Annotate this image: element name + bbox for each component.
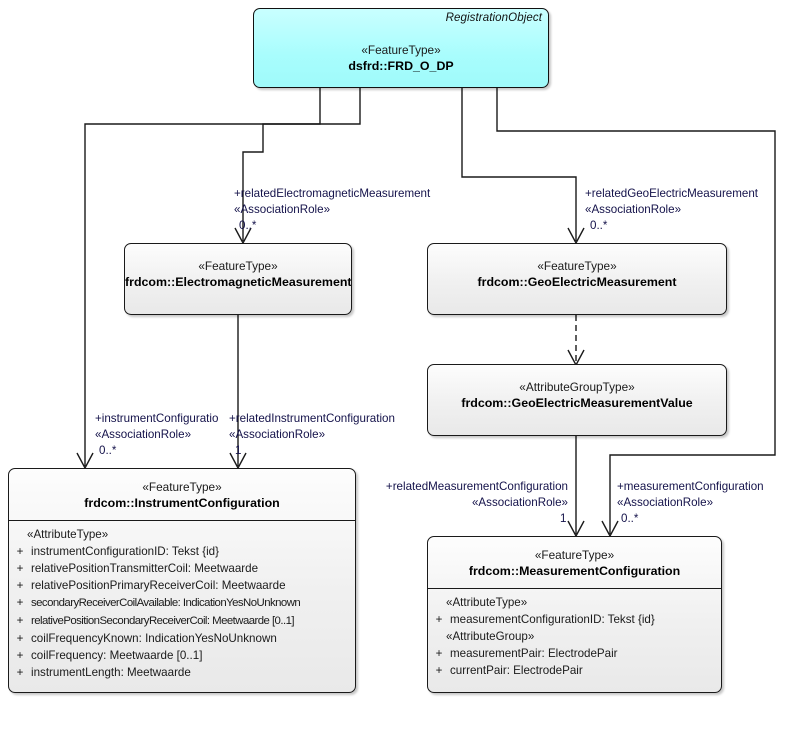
class-stereotype: «FeatureType»	[198, 259, 278, 273]
visibility-marker: +	[435, 613, 443, 626]
multiplicity-measurement-configuration: 0..*	[621, 512, 639, 525]
attribute-row: + currentPair: ElectrodePair	[428, 662, 721, 679]
attribute-label: coilFrequency: Meetwaarde [0..1]	[31, 649, 203, 662]
class-divider	[428, 588, 721, 589]
class-name: dsfrd::FRD_O_DP	[348, 59, 454, 73]
attribute-row: + relativePositionPrimaryReceiverCoil: M…	[9, 577, 355, 594]
association-role-name: +instrumentConfiguratio	[95, 412, 219, 425]
association-role-name: +relatedElectromagneticMeasurement	[234, 187, 431, 200]
attribute-label: relativePositionSecondaryReceiverCoil: M…	[31, 615, 295, 627]
attribute-label: currentPair: ElectrodePair	[450, 664, 583, 677]
attribute-row: + relativePositionTransmitterCoil: Meetw…	[9, 560, 355, 577]
association-stereotype: «AssociationRole»	[585, 203, 682, 216]
association-role-name: +relatedMeasurementConfiguration	[385, 480, 568, 493]
association-role-name: +relatedGeoElectricMeasurement	[585, 187, 759, 200]
visibility-marker: +	[16, 666, 24, 679]
association-stereotype: «AssociationRole»	[229, 428, 326, 441]
attribute-group-stereotype: «AttributeGroup»	[446, 630, 535, 643]
visibility-marker: +	[16, 596, 24, 609]
edge-label-related-electromagnetic-measurement: +relatedElectromagneticMeasurement «Asso…	[234, 186, 430, 218]
class-header: «FeatureType» frdcom::GeoElectricMeasure…	[428, 244, 726, 291]
attribute-type-stereotype: «AttributeType»	[446, 596, 528, 609]
edge-geoelectric-value-dependency	[567, 315, 585, 367]
visibility-marker: +	[435, 647, 443, 660]
attribute-row: + instrumentConfigurationID: Tekst {id}	[9, 543, 355, 560]
edge-label-instrument-configuration: +instrumentConfiguratio «AssociationRole…	[95, 411, 218, 443]
attribute-row: + measurementPair: ElectrodePair	[428, 645, 721, 662]
edge-label-related-instrument-configuration: +relatedInstrumentConfiguration «Associa…	[229, 411, 395, 443]
class-name: frdcom::MeasurementConfiguration	[468, 564, 681, 578]
multiplicity-related-measurement-configuration: 1	[560, 512, 567, 525]
attribute-label: coilFrequencyKnown: IndicationYesNoUnkno…	[31, 632, 277, 645]
class-box-geoelectric-measurement-value[interactable]: «AttributeGroupType» frdcom::GeoElectric…	[427, 364, 727, 436]
attribute-label: secondaryReceiverCoilAvailable: Indicati…	[31, 597, 301, 609]
multiplicity-related-geoelectric-measurement: 0..*	[590, 219, 608, 232]
visibility-marker: +	[16, 562, 24, 575]
visibility-marker: +	[16, 614, 24, 627]
edge-label-related-geoelectric-measurement: +relatedGeoElectricMeasurement «Associat…	[585, 186, 758, 218]
class-name: frdcom::InstrumentConfiguration	[84, 496, 280, 510]
edge-related-geoelectric-measurement	[461, 88, 585, 245]
class-name: frdcom::GeoElectricMeasurementValue	[461, 396, 693, 410]
attribute-row: + coilFrequency: Meetwaarde [0..1]	[9, 647, 355, 664]
attribute-row: + coilFrequencyKnown: IndicationYesNoUnk…	[9, 630, 355, 647]
association-role-name: +measurementConfiguration	[617, 480, 764, 493]
edge-label-measurement-configuration: +measurementConfiguration «AssociationRo…	[617, 479, 764, 511]
attribute-group-stereotype: «AttributeType»	[27, 528, 109, 541]
attribute-section: «AttributeType» + measurementConfigurati…	[428, 589, 721, 683]
class-stereotype: «AttributeGroupType»	[519, 380, 635, 394]
class-box-frd-o-dp[interactable]: RegistrationObject «FeatureType» dsfrd::…	[253, 8, 549, 88]
attribute-label: measurementConfigurationID: Tekst {id}	[450, 613, 655, 626]
association-role-name: +relatedInstrumentConfiguration	[229, 412, 395, 425]
class-name: frdcom::GeoElectricMeasurement	[477, 275, 677, 289]
class-header: RegistrationObject «FeatureType» dsfrd::…	[254, 9, 548, 75]
class-box-measurement-configuration[interactable]: «FeatureType» frdcom::MeasurementConfigu…	[427, 536, 722, 693]
class-header: «AttributeGroupType» frdcom::GeoElectric…	[428, 365, 726, 412]
attribute-label: instrumentConfigurationID: Tekst {id}	[31, 545, 219, 558]
visibility-marker: +	[435, 664, 443, 677]
visibility-marker: +	[16, 649, 24, 662]
class-stereotype: «FeatureType»	[361, 43, 441, 57]
multiplicity-related-electromagnetic-measurement: 0..*	[239, 219, 257, 232]
multiplicity-related-instrument-configuration: 1	[235, 444, 242, 457]
association-stereotype: «AssociationRole»	[617, 496, 714, 509]
association-stereotype: «AssociationRole»	[95, 428, 192, 441]
class-header: «FeatureType» frdcom::ElectromagneticMea…	[125, 244, 351, 291]
association-stereotype: «AssociationRole»	[234, 203, 331, 216]
attribute-label: relativePositionPrimaryReceiverCoil: Mee…	[31, 579, 286, 592]
attribute-row: + measurementConfigurationID: Tekst {id}	[428, 611, 721, 628]
class-stereotype: «FeatureType»	[142, 480, 222, 494]
edge-related-measurement-configuration	[567, 436, 585, 538]
attribute-section: «AttributeType» + instrumentConfiguratio…	[9, 521, 355, 685]
attribute-label: relativePositionTransmitterCoil: Meetwaa…	[31, 562, 259, 575]
edge-label-related-measurement-configuration: +relatedMeasurementConfiguration «Associ…	[368, 479, 568, 511]
attribute-row: + secondaryReceiverCoilAvailable: Indica…	[9, 594, 355, 612]
multiplicity-instrument-configuration: 0..*	[99, 444, 117, 457]
attribute-row: + relativePositionSecondaryReceiverCoil:…	[9, 612, 355, 630]
registration-object-tag: RegistrationObject	[445, 12, 542, 24]
class-box-geoelectric-measurement[interactable]: «FeatureType» frdcom::GeoElectricMeasure…	[427, 243, 727, 315]
attribute-label: instrumentLength: Meetwaarde	[31, 666, 191, 679]
class-stereotype: «FeatureType»	[537, 259, 617, 273]
association-stereotype: «AssociationRole»	[471, 496, 568, 509]
class-header: «FeatureType» frdcom::MeasurementConfigu…	[428, 537, 721, 588]
class-box-electromagnetic-measurement[interactable]: «FeatureType» frdcom::ElectromagneticMea…	[124, 243, 352, 315]
class-name: frdcom::ElectromagneticMeasurement	[125, 275, 352, 289]
visibility-marker: +	[16, 545, 24, 558]
class-box-instrument-configuration[interactable]: «FeatureType» frdcom::InstrumentConfigur…	[8, 468, 356, 693]
attribute-label: measurementPair: ElectrodePair	[450, 647, 618, 660]
visibility-marker: +	[16, 579, 24, 592]
class-divider	[9, 520, 355, 521]
attribute-row: + instrumentLength: Meetwaarde	[9, 664, 355, 681]
class-header: «FeatureType» frdcom::InstrumentConfigur…	[9, 469, 355, 520]
visibility-marker: +	[16, 632, 24, 645]
class-stereotype: «FeatureType»	[534, 548, 615, 562]
